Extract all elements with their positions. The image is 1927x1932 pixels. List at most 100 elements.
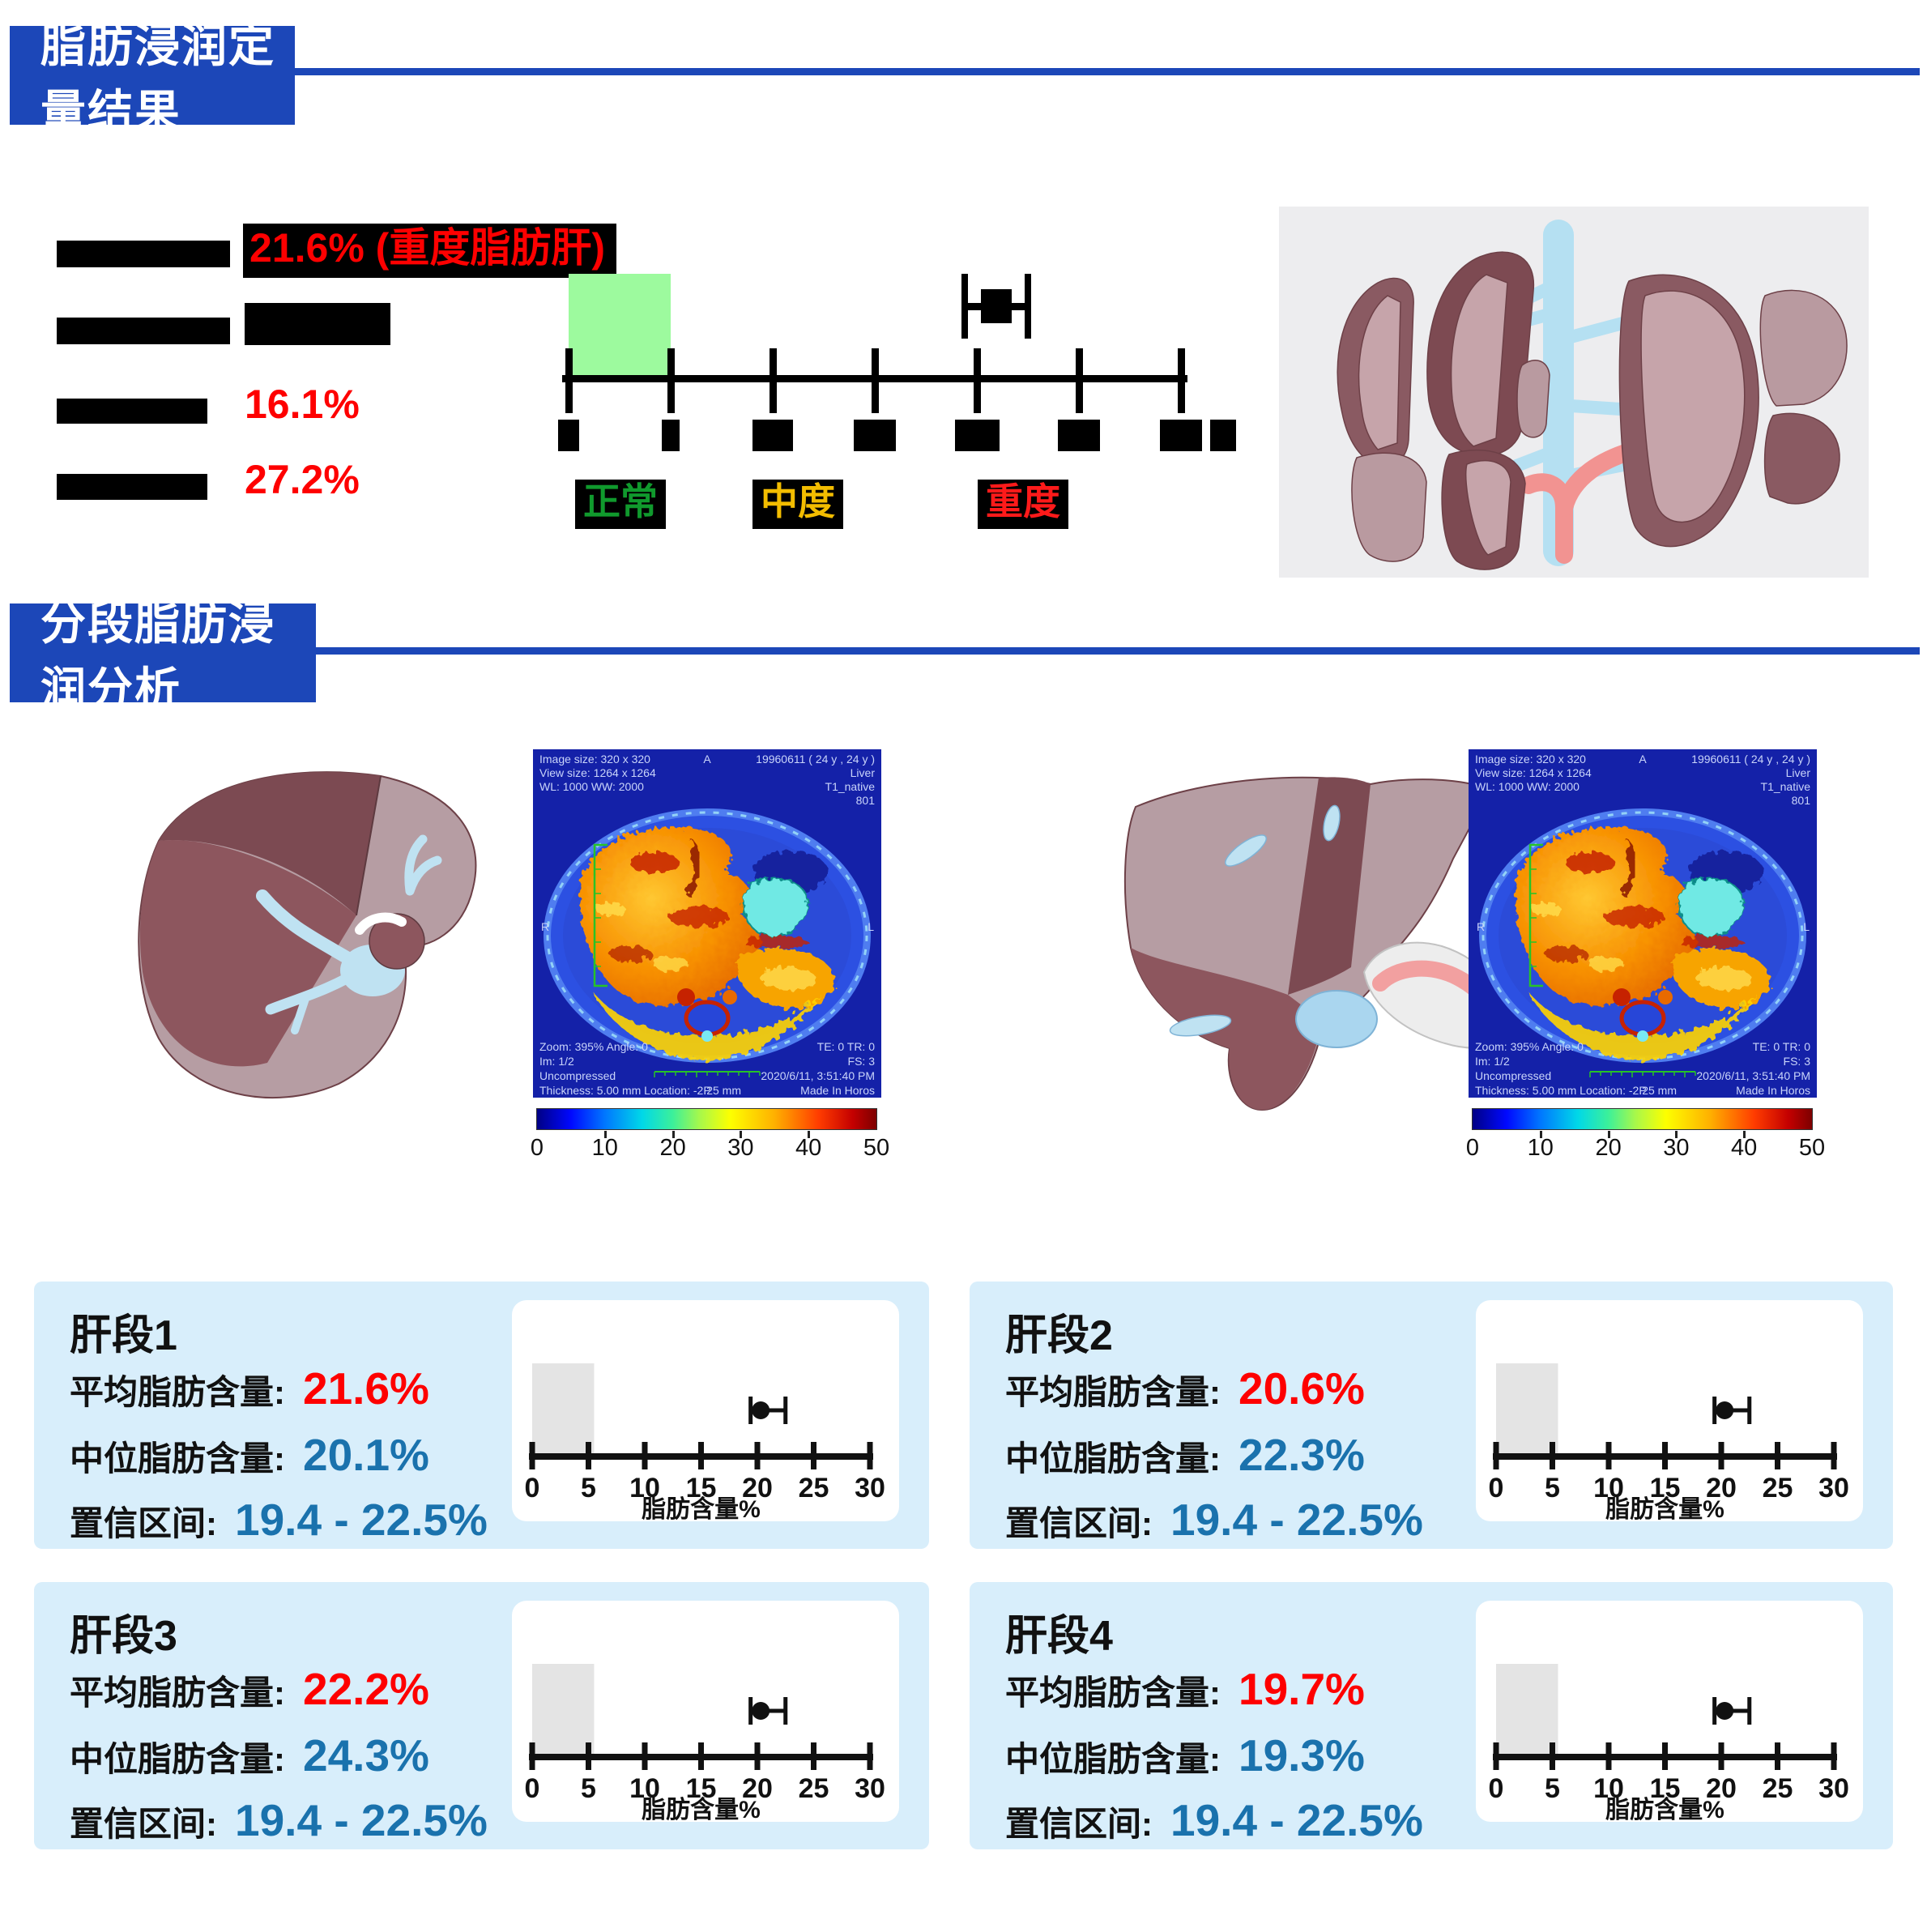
x-tick [1831,1442,1837,1469]
x-tick-label: 30 [855,1473,885,1503]
liver-illustration-right [1123,776,1513,1111]
ci-value: 19.4 - 22.5% [1170,1795,1423,1845]
x-tick [1493,1442,1499,1469]
segment-card-3: 肝段3 平均脂肪含量: 22.2% 中位脂肪含量: 24.3% 置信区间: 19… [34,1582,929,1849]
colorbar-tick-label: 10 [1527,1135,1554,1161]
section1-title: 脂肪浸润定量结果 [41,20,275,137]
mean-value: 19.7% [1238,1664,1365,1714]
normal-zone [532,1664,595,1757]
ci-label: 置信区间: [70,1504,217,1542]
colorbar-tick [740,1131,743,1138]
normal-zone-band [569,274,671,377]
redacted-tick-label [558,420,579,451]
x-tick [1662,1742,1668,1770]
redacted-tick-label [1058,420,1100,451]
x-tick [754,1742,761,1770]
segment-card-2: 肝段2 平均脂肪含量: 20.6% 中位脂肪含量: 22.3% 置信区间: 19… [970,1282,1893,1549]
liver-illustration-left [138,771,477,1098]
x-tick-label: 0 [1489,1773,1504,1804]
x-tick-label: 5 [1545,1473,1560,1503]
x-tick [586,1442,591,1469]
normal-zone [532,1363,595,1456]
colorbar-tick-label: 0 [530,1135,544,1161]
x-tick [698,1742,704,1770]
scale-tick [1076,348,1083,413]
x-tick [1605,1442,1612,1469]
x-tick-label: 10 [629,1773,660,1804]
x-tick [1775,1442,1780,1469]
marker-value-square [980,289,1012,323]
x-tick-label: 25 [799,1773,829,1804]
x-tick-label: 25 [1763,1473,1793,1503]
redacted-value-2 [245,303,390,345]
colorbar-tick-label: 50 [863,1135,890,1161]
x-tick-label: 15 [686,1473,717,1503]
value-dot [752,1401,770,1419]
mri-fat-map-2 [1469,749,1817,1098]
redacted-tick-label [662,420,680,451]
ci-label: 置信区间: [70,1805,217,1843]
x-tick-label: 15 [1650,1473,1681,1503]
x-tick [1718,1442,1724,1469]
normal-zone [1496,1664,1558,1757]
section2-header-rule [316,647,1920,655]
colorbar-tick [671,1131,675,1138]
colorbar-tick [1675,1131,1678,1138]
section1-header-rule [295,68,1920,75]
x-tick [1831,1742,1837,1770]
mean-value: 22.2% [303,1664,429,1714]
x-tick-label: 20 [742,1473,773,1503]
segment-3-title: 肝段3 [70,1613,177,1660]
colorbar-tick [1743,1131,1746,1138]
ci-value: 19.4 - 22.5% [1170,1495,1423,1545]
x-axis-label: 脂肪含量% [1605,1796,1724,1822]
marker-ci-high-cap [1025,274,1031,339]
redacted-label-1 [57,241,230,267]
ci-cap [1712,1697,1717,1725]
scale-tick [667,348,675,413]
redacted-label-4 [57,474,207,500]
redacted-tick-label-extra [1210,420,1236,451]
scale-label-severe: 重度 [978,480,1068,530]
x-tick [586,1742,591,1770]
colorbar-tick [603,1131,607,1138]
x-tick [1605,1742,1612,1770]
scale-label-normal: 正常 [575,480,666,530]
x-tick [867,1742,873,1770]
x-tick-label: 20 [742,1773,773,1804]
redacted-label-3 [57,399,207,424]
x-tick [529,1442,535,1469]
x-tick-label: 5 [581,1773,596,1804]
scale-tick [872,348,879,413]
x-tick [1718,1742,1724,1770]
segment-4-title: 肝段4 [1005,1613,1113,1660]
x-tick [811,1742,816,1770]
x-tick-label: 20 [1706,1773,1737,1804]
redacted-tick-label [1160,420,1202,451]
x-tick-label: 10 [629,1473,660,1503]
x-tick-label: 30 [1818,1773,1849,1804]
colorbar-tick-label: 50 [1798,1135,1826,1161]
x-tick-label: 5 [581,1473,596,1503]
segment-2-title: 肝段2 [1005,1312,1113,1359]
median-value: 19.3% [1238,1730,1365,1781]
median-label: 中位脂肪含量: [1005,1439,1221,1478]
x-tick-label: 0 [1489,1473,1504,1503]
mean-label: 平均脂肪含量: [1005,1674,1221,1712]
median-value: 20.1% [303,1430,429,1480]
x-tick [529,1742,535,1770]
x-tick [867,1442,873,1469]
x-tick-label: 30 [1818,1473,1849,1503]
colorbar-tick-label: 30 [727,1135,754,1161]
x-tick [1775,1742,1780,1770]
redacted-tick-label [854,420,896,451]
median-label: 中位脂肪含量: [1005,1740,1221,1778]
value-dot [752,1702,770,1720]
colorbar-tick-label: 0 [1465,1135,1480,1161]
x-tick-label: 10 [1593,1773,1624,1804]
